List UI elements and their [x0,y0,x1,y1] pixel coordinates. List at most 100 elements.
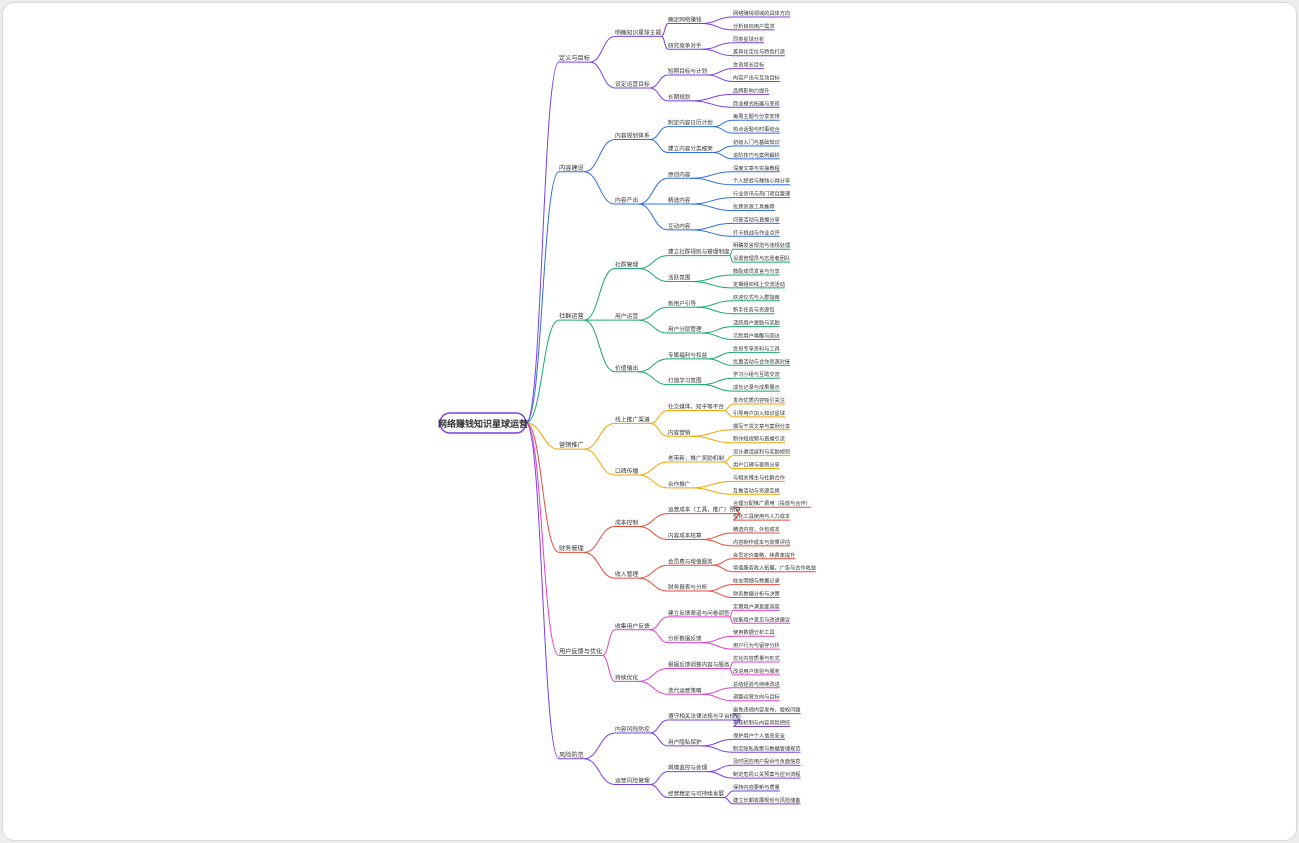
subbranch-node[interactable]: 内容风险防控 [615,725,650,733]
subbranch-node[interactable]: 社群管理 [615,261,638,269]
leaf-node[interactable]: 每周主题与分享安排 [733,112,780,120]
leaf-node[interactable]: 优化内容质量与形式 [733,654,781,662]
leaf-node[interactable]: 制作短视频与直播引流 [733,435,785,443]
leaf-node[interactable]: 初级入门与基础知识 [733,138,780,146]
leaf-node[interactable]: 热点话题与时事结合 [733,125,781,133]
subbranch-node[interactable]: 线上推广渠道 [615,415,650,423]
topic-node[interactable]: 用户分层管理 [668,325,702,333]
root-node[interactable]: 网络赚钱知识星球运营 [438,418,528,430]
topic-node[interactable]: 财务报表与分析 [668,583,708,591]
topic-node[interactable]: 精选内容 [668,196,691,204]
leaf-node[interactable]: 品牌影响力提升 [733,86,769,94]
topic-node[interactable]: 新用户引导 [668,299,696,307]
leaf-node[interactable]: 会员专享资料与工具 [733,344,780,352]
leaf-node[interactable]: 避免违规内容发布，版权问题 [733,706,800,714]
subbranch-node[interactable]: 口碑传播 [615,467,638,475]
leaf-node[interactable]: 鼓励成员发言与分享 [733,267,780,275]
topic-node[interactable]: 活跃氛围 [668,273,691,281]
topic-node[interactable]: 内容成本核算 [668,531,702,539]
leaf-node[interactable]: 差异化定位与特色打造 [733,48,786,56]
leaf-node[interactable]: 定期组织线上交流活动 [733,280,785,288]
subbranch-node[interactable]: 内容规划体系 [615,132,650,140]
subbranch-node[interactable]: 设定运营目标 [615,80,650,88]
leaf-node[interactable]: 成长记录与成果展示 [733,383,780,391]
topic-node[interactable]: 会员费与增值服务 [668,557,713,565]
leaf-node[interactable]: 收支明细与数据记录 [733,577,780,585]
leaf-node[interactable]: 互推活动与资源互换 [733,486,781,494]
topic-node[interactable]: 社交媒体，知乎等平台 [668,402,724,410]
leaf-node[interactable]: 行业资讯与热门项目整理 [733,190,791,198]
leaf-node[interactable]: 精选内容，外包成本 [733,525,780,533]
leaf-node[interactable]: 进阶技巧与案例解析 [733,151,780,159]
leaf-node[interactable]: 问答活动与直播分享 [733,215,780,223]
topic-node[interactable]: 经营稳定与可持续发展 [668,789,724,797]
branch-node[interactable]: 营销推广 [559,441,584,449]
topic-node[interactable]: 研究竞争对手 [668,41,702,49]
subbranch-node[interactable]: 内容产出 [615,196,638,204]
topic-node[interactable]: 短期目标与计划 [668,67,708,75]
leaf-node[interactable]: 财务数据分析与决策 [733,590,781,598]
leaf-node[interactable]: 欢迎仪式与入群指南 [733,293,780,301]
leaf-node[interactable]: 用户行为与留存分析 [733,641,780,649]
leaf-node[interactable]: 同类星球分析 [733,35,764,43]
topic-node[interactable]: 打造学习氛围 [668,377,702,385]
branch-node[interactable]: 社群运营 [559,312,584,320]
leaf-node[interactable]: 新手任务与资源包 [733,306,775,314]
subbranch-node[interactable]: 用户运营 [615,312,638,320]
leaf-node[interactable]: 设计邀请返利与奖励规则 [733,448,790,456]
leaf-node[interactable]: 设置管理员与志愿者团队 [733,254,791,262]
topic-node[interactable]: 老带新，推广奖励机制 [668,454,724,462]
leaf-node[interactable]: 审核机制与内容风险把控 [733,719,790,727]
leaf-node[interactable]: 制定危机公关预案与应对流程 [733,770,800,778]
subbranch-node[interactable]: 明确知识星球主题 [615,28,662,36]
leaf-node[interactable]: 收集用户意见与改进建议 [733,615,791,623]
subbranch-node[interactable]: 运营风险管理 [615,777,650,785]
leaf-node[interactable]: 使用数据分析工具 [733,628,775,636]
branch-node[interactable]: 风险防范 [559,751,584,759]
topic-node[interactable]: 确定网络赚钱 [668,15,702,23]
leaf-node[interactable]: 总结经验与持续改进 [733,680,780,688]
leaf-node[interactable]: 个人经验与赚钱心得分享 [733,177,790,185]
leaf-node[interactable]: 定期用户满意度调查 [733,602,780,610]
leaf-node[interactable]: 明确发言规范与违规处理 [733,241,791,249]
branch-node[interactable]: 内容建设 [559,164,584,172]
leaf-node[interactable]: 及时回应用户投诉与负面信息 [733,757,800,765]
leaf-node[interactable]: 用户口碑与案例分享 [733,461,780,469]
subbranch-node[interactable]: 价值输出 [615,364,638,372]
leaf-node[interactable]: 保持内容更新与质量 [733,783,780,791]
leaf-node[interactable]: 沉默用户唤醒与回访 [733,332,780,340]
leaf-node[interactable]: 增值服务收入拓展，广告与合作收益 [733,564,816,572]
leaf-node[interactable]: 发布优质内容吸引关注 [733,396,785,404]
topic-node[interactable]: 互动内容 [668,222,691,230]
subbranch-node[interactable]: 收集用户反馈 [615,622,650,630]
leaf-node[interactable]: 分析目标用户需求 [733,22,775,30]
leaf-node[interactable]: 打卡挑战与作业点评 [733,228,780,236]
leaf-node[interactable]: 撰写干货文章与案例分享 [733,422,790,430]
subbranch-node[interactable]: 收入管理 [615,570,638,578]
branch-node[interactable]: 用户反馈与优化 [559,648,602,656]
leaf-node[interactable]: 内容制作成本与效果评估 [733,538,790,546]
subbranch-node[interactable]: 成本控制 [615,519,638,527]
leaf-node[interactable]: 活跃用户激励与奖励 [733,319,780,327]
leaf-node[interactable]: 与相关博主与社群合作 [733,473,785,481]
leaf-node[interactable]: 引导用户加入知识星球 [733,409,786,417]
leaf-node[interactable]: 网络赚钱领域的具体方向 [733,9,790,17]
leaf-node[interactable]: 建立长期发展规划与风险储备 [733,796,801,804]
leaf-node[interactable]: 制定隐私政策与数据管理规范 [733,744,800,752]
topic-node[interactable]: 根据反馈调整内容与服务 [668,660,730,668]
topic-node[interactable]: 合作推广 [668,480,691,488]
topic-node[interactable]: 遵守相关法律法规与平台规则 [668,712,741,720]
leaf-node[interactable]: 优化工具使用与人力成本 [733,512,790,520]
leaf-node[interactable]: 会员增长目标 [733,61,764,69]
leaf-node[interactable]: 优质资源工具推荐 [733,203,775,211]
leaf-node[interactable]: 改进用户体验与服务 [733,667,780,675]
topic-node[interactable]: 迭代运营策略 [668,686,702,694]
branch-node[interactable]: 财务管理 [559,544,584,552]
topic-node[interactable]: 制定内容日历计划 [668,119,713,127]
leaf-node[interactable]: 保护用户个人信息安全 [733,731,786,739]
leaf-node[interactable]: 学习小组与互助交流 [733,370,780,378]
leaf-node[interactable]: 合理分配推广费用（投放与合作） [733,499,811,507]
topic-node[interactable]: 建立内容分类框架 [668,144,713,152]
subbranch-node[interactable]: 持续优化 [615,673,638,681]
root-node-box[interactable] [439,412,527,434]
